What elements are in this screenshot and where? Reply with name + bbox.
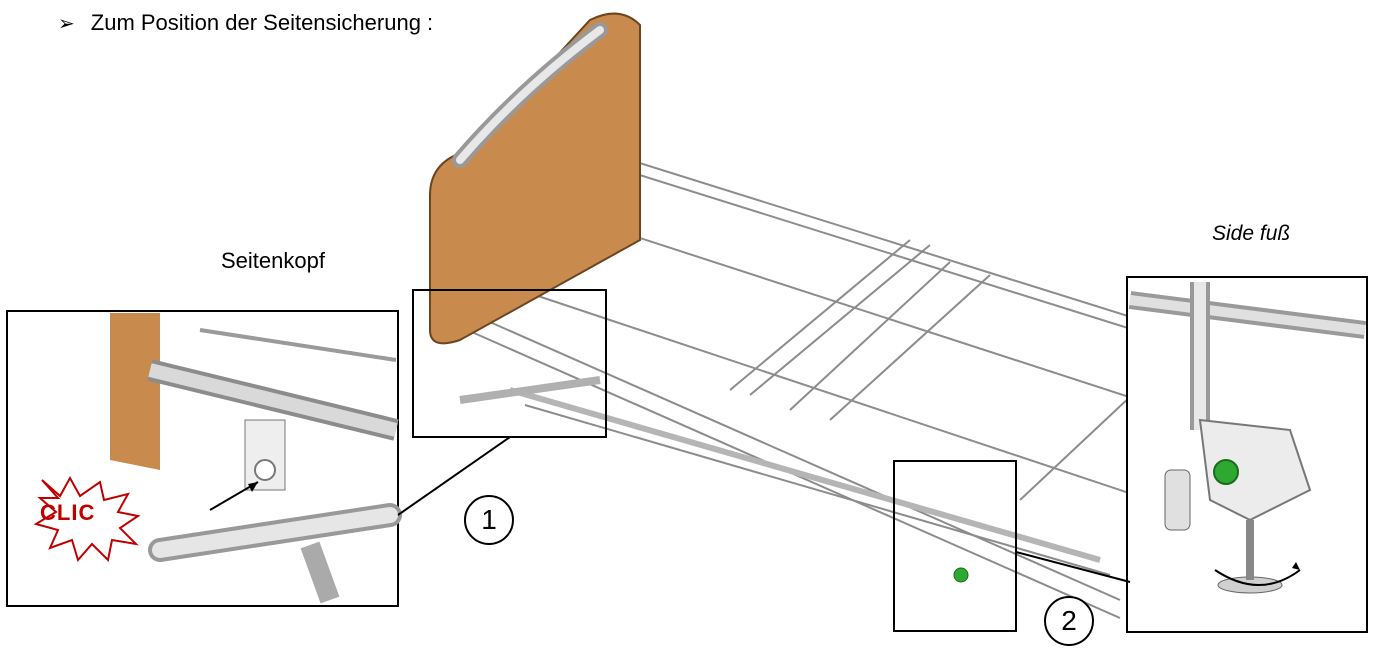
- callout-2: 2: [1044, 596, 1094, 646]
- knob-icon: [953, 567, 969, 583]
- bullet-arrow-icon: ➢: [58, 12, 75, 35]
- zoom-panel-seitenkopf: [6, 310, 402, 607]
- detail-box-foot-zone: [893, 460, 1017, 632]
- connector-line-1: [397, 436, 511, 516]
- bed-frame: [439, 159, 1301, 619]
- instruction-heading: ➢ Zum Position der Seitensicherung :: [58, 10, 433, 36]
- heading-text: Zum Position der Seitensicherung :: [90, 10, 434, 35]
- zoom-panel-side-fuss: [1126, 276, 1368, 633]
- clic-badge-text: CLIC: [40, 500, 96, 525]
- label-side-fuss: Side fuß: [1212, 222, 1291, 245]
- clic-starburst: [33, 475, 141, 563]
- connector-line-2: [1015, 551, 1131, 583]
- callout-1: 1: [464, 495, 514, 545]
- headboard: [429, 12, 641, 345]
- label-seitenkopf: Seitenkopf: [221, 248, 325, 273]
